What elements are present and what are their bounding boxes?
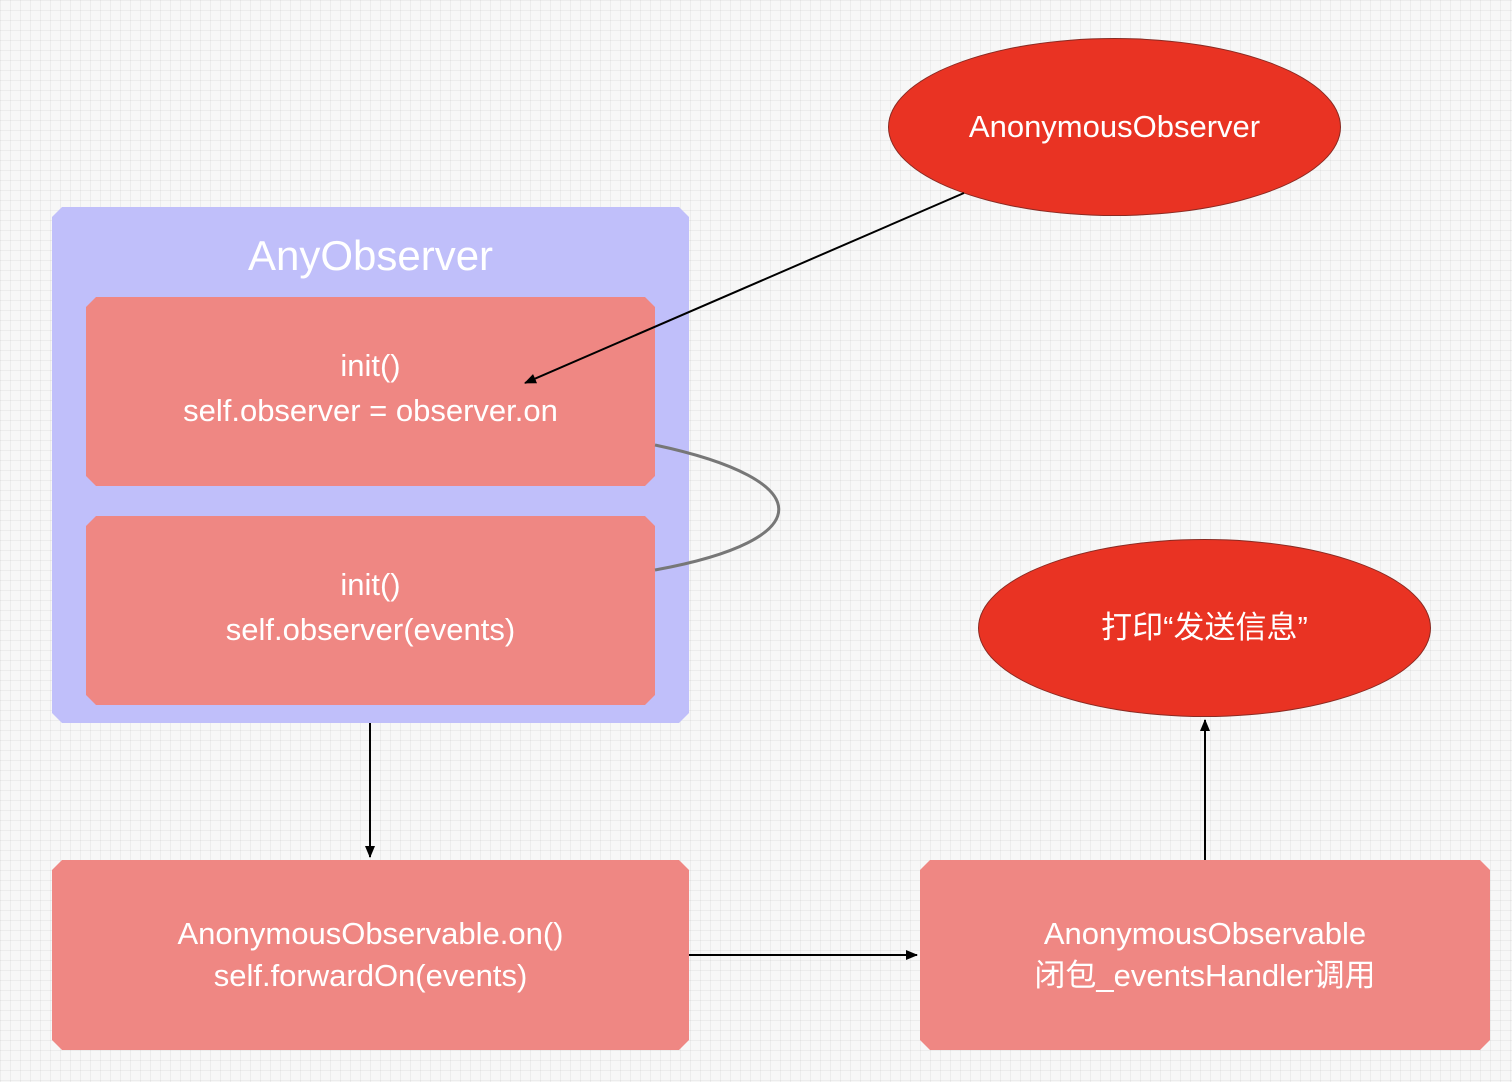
node-line: 打印“发送信息” [1101, 609, 1308, 645]
node-line: self.forwardOn(events) [213, 958, 528, 993]
group-title: AnyObserver [247, 232, 494, 279]
init-observer-events-node: init() self.observer(events) [86, 516, 655, 705]
node-line: AnonymousObservable [1043, 916, 1367, 952]
init-observer-on-node: init() self.observer = observer.on [86, 297, 655, 486]
node-line: self.observer(events) [225, 611, 516, 647]
node-line: AnonymousObserver [968, 108, 1261, 144]
node-line: AnonymousObservable.on() [177, 916, 564, 952]
node-line: init() [340, 347, 401, 383]
events-handler-node: AnonymousObservable 闭包_eventsHandler调用 [920, 860, 1490, 1050]
anonymous-observer-node: AnonymousObserver [888, 38, 1341, 216]
print-message-node: 打印“发送信息” [978, 539, 1431, 717]
node-line: 闭包_eventsHandler调用 [1034, 958, 1376, 993]
anonymous-observable-on-node: AnonymousObservable.on() self.forwardOn(… [52, 860, 689, 1050]
node-line: init() [340, 566, 401, 602]
node-line: self.observer = observer.on [183, 392, 558, 428]
